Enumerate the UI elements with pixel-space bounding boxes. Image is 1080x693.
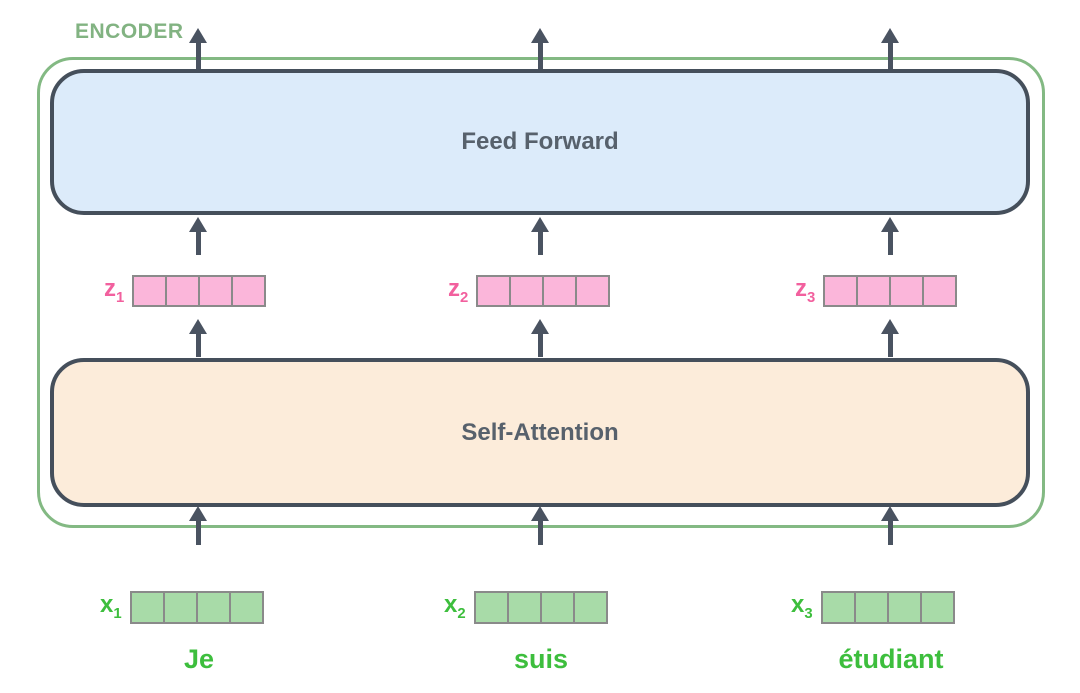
x2-vector-group: x2 <box>444 591 608 624</box>
up-arrow-sa-to-z-3 <box>881 319 899 357</box>
vector-cell <box>198 277 232 305</box>
up-arrow-z-to-ff-3 <box>881 217 899 255</box>
arrow-head-icon <box>189 506 207 521</box>
feed-forward-box: Feed Forward <box>50 69 1030 215</box>
x3-vector-group: x3 <box>791 591 955 624</box>
arrow-head-icon <box>189 28 207 43</box>
z3-vector-group: z3 <box>795 274 958 307</box>
vector-cell <box>195 593 229 622</box>
arrow-stem <box>887 521 893 545</box>
vector-cell <box>478 277 510 305</box>
encoder-label: ENCODER <box>75 20 184 43</box>
z1-vector <box>132 275 267 307</box>
z2-vector-group: z2 <box>448 274 611 307</box>
arrow-head-icon <box>531 506 549 521</box>
z2-label: z2 <box>448 274 469 306</box>
vector-cell <box>856 277 890 305</box>
vector-cell <box>162 593 196 622</box>
input-word-suis: suis <box>513 644 569 674</box>
up-arrow-z-to-ff-1 <box>189 217 207 255</box>
arrow-stem <box>195 521 201 545</box>
self-attention-label: Self-Attention <box>461 418 619 446</box>
vector-cell <box>825 277 857 305</box>
x1-label: x1 <box>100 591 122 622</box>
arrow-head-icon <box>531 217 549 232</box>
vector-cell <box>889 277 923 305</box>
z3-label: z3 <box>795 274 816 306</box>
arrow-head-icon <box>881 319 899 334</box>
up-arrow-sa-to-z-2 <box>531 319 549 357</box>
up-arrow-output-3 <box>881 28 899 69</box>
self-attention-box: Self-Attention <box>50 358 1030 507</box>
vector-cell <box>919 593 953 622</box>
feed-forward-label: Feed Forward <box>461 128 619 155</box>
x1-vector <box>129 591 264 624</box>
vector-cell <box>922 277 956 305</box>
vector-cell <box>822 593 854 622</box>
vector-cell <box>575 277 609 305</box>
vector-cell <box>886 593 920 622</box>
vector-cell <box>539 593 573 622</box>
x3-label: x3 <box>791 591 813 622</box>
vector-cell <box>853 593 887 622</box>
vector-cell <box>228 593 262 622</box>
z1-label: z1 <box>104 274 125 306</box>
z1-vector-group: z1 <box>104 274 267 307</box>
arrow-head-icon <box>531 28 549 43</box>
arrow-head-icon <box>189 217 207 232</box>
arrow-stem <box>195 232 201 255</box>
vector-cell <box>134 277 166 305</box>
arrow-stem <box>195 334 201 357</box>
vector-cell <box>506 593 540 622</box>
input-word-etudiant: étudiant <box>838 644 944 674</box>
input-word-je: Je <box>183 644 215 674</box>
arrow-stem <box>537 521 543 545</box>
vector-cell <box>572 593 606 622</box>
arrow-stem <box>887 43 893 69</box>
vector-cell <box>165 277 199 305</box>
vector-cell <box>542 277 576 305</box>
vector-cell <box>131 593 163 622</box>
x3-vector <box>820 591 955 624</box>
arrow-head-icon <box>189 319 207 334</box>
vector-cell <box>231 277 265 305</box>
up-arrow-x-to-sa-2 <box>531 506 549 545</box>
arrow-stem <box>195 43 201 69</box>
arrow-head-icon <box>531 319 549 334</box>
up-arrow-output-1 <box>189 28 207 69</box>
up-arrow-x-to-sa-3 <box>881 506 899 545</box>
z2-vector <box>476 275 611 307</box>
up-arrow-x-to-sa-1 <box>189 506 207 545</box>
x2-vector <box>473 591 608 624</box>
up-arrow-output-2 <box>531 28 549 69</box>
arrow-stem <box>537 232 543 255</box>
arrow-head-icon <box>881 506 899 521</box>
arrow-stem <box>537 43 543 69</box>
up-arrow-sa-to-z-1 <box>189 319 207 357</box>
arrow-head-icon <box>881 28 899 43</box>
arrow-stem <box>537 334 543 357</box>
vector-cell <box>509 277 543 305</box>
z3-vector <box>823 275 958 307</box>
arrow-stem <box>887 232 893 255</box>
vector-cell <box>475 593 507 622</box>
x2-label: x2 <box>444 591 466 622</box>
arrow-head-icon <box>881 217 899 232</box>
arrow-stem <box>887 334 893 357</box>
up-arrow-z-to-ff-2 <box>531 217 549 255</box>
x1-vector-group: x1 <box>100 591 264 624</box>
